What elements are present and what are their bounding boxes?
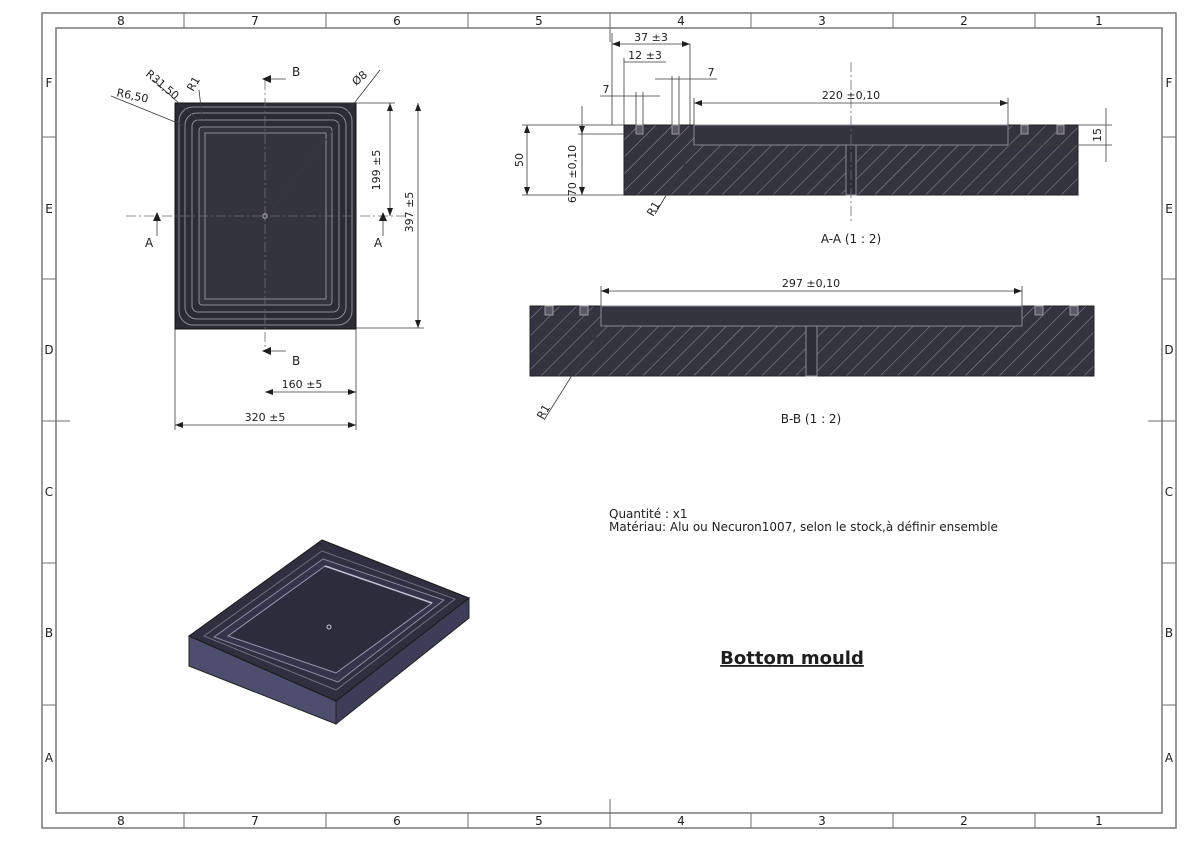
section-bb-label: B-B (1 : 2) [781,412,842,426]
zone-row-b-left: B [45,626,53,640]
zone-col-4-bottom: 4 [677,814,685,828]
section-bb-radius: R1 [534,402,553,421]
zone-row-c-left: C [45,485,53,499]
zone-col-7-bottom: 7 [251,814,259,828]
isometric-view [188,539,471,726]
zone-row-c-right: C [1165,485,1173,499]
zone-col-1-top: 1 [1095,14,1103,28]
dim-670: 670 ±0,10 [566,145,579,203]
section-b-marker-top: B [292,65,300,79]
dim-height: 397 ±5 [403,192,416,233]
zone-col-3-top: 3 [818,14,826,28]
zone-col-6-bottom: 6 [393,814,401,828]
dim-12: 12 ±3 [628,49,662,62]
hole-diameter-label: Ø8 [350,68,370,88]
zone-row-a-left: A [45,751,54,765]
drawing-title: Bottom mould [720,648,864,669]
zone-col-8-top: 8 [117,14,125,28]
dim-297: 297 ±0,10 [782,277,840,290]
zone-row-e-right: E [1165,202,1173,216]
zone-col-2-bottom: 2 [960,814,968,828]
dim-height-half: 199 ±5 [370,150,383,191]
section-bb-view: 297 ±0,10 R1 B-B (1 : 2) [529,277,1095,426]
radius-small-label: R1 [184,74,203,93]
zone-col-8-bottom: 8 [117,814,125,828]
dim-220: 220 ±0,10 [822,89,880,102]
zone-col-5-top: 5 [535,14,543,28]
quantity-note: Quantité : x1 [609,507,688,521]
dim-37: 37 ±3 [634,31,668,44]
dim-7-left: 7 [603,83,610,96]
dim-50: 50 [513,153,526,167]
zone-col-6-top: 6 [393,14,401,28]
zone-col-5-bottom: 5 [535,814,543,828]
sheet-frame: 8 7 6 5 4 3 2 1 8 7 6 5 4 3 2 1 F E D C … [41,12,1177,829]
dim-15: 15 [1091,128,1104,142]
zone-row-a-right: A [1165,751,1174,765]
section-a-marker-left: A [145,236,154,250]
section-aa-label: A-A (1 : 2) [821,232,881,246]
zone-col-2-top: 2 [960,14,968,28]
section-a-marker-right: A [374,236,383,250]
zone-row-f-left: F [46,76,53,90]
zone-col-4-top: 4 [677,14,685,28]
zone-row-d-right: D [1164,343,1173,357]
notes: Quantité : x1 Matériau: Alu ou Necuron10… [609,507,998,534]
dim-width: 320 ±5 [245,411,286,424]
dim-7-right: 7 [708,66,715,79]
zone-col-3-bottom: 3 [818,814,826,828]
zone-row-b-right: B [1165,626,1173,640]
zone-col-7-top: 7 [251,14,259,28]
top-view: R31,50 R6,50 R1 Ø8 A A B B 199 ±5 397 ±5 [110,65,424,430]
section-b-marker-bottom: B [292,354,300,368]
section-aa-view: 37 ±3 12 ±3 7 7 220 ±0,10 15 50 [513,31,1112,246]
zone-row-f-right: F [1166,76,1173,90]
radius-inner-label: R6,50 [115,86,149,105]
zone-row-e-left: E [45,202,53,216]
section-aa-radius: R1 [644,199,663,218]
material-note: Matériau: Alu ou Necuron1007, selon le s… [609,520,998,534]
zone-row-d-left: D [44,343,53,357]
zone-col-1-bottom: 1 [1095,814,1103,828]
dim-width-half: 160 ±5 [282,378,323,391]
radius-outer-label: R31,50 [143,67,181,102]
